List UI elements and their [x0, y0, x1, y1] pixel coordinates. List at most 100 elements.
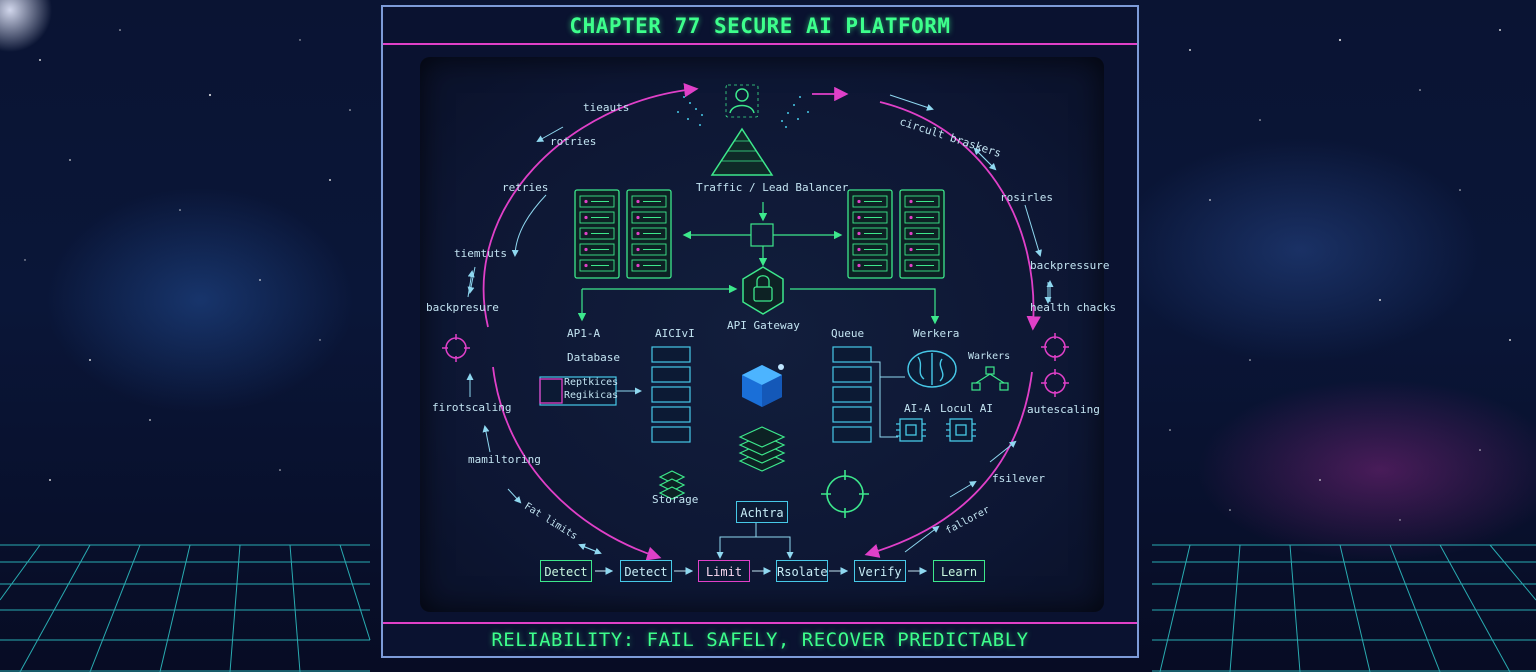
server-slot [852, 243, 888, 256]
server-led [584, 247, 588, 252]
monitor-frame: CHAPTER 77 SECURE AI PLATFORM [381, 5, 1139, 658]
left-retries: retries [502, 181, 549, 194]
local-ai-label: Locul AI [940, 402, 993, 415]
pipeline-verify: Verify [854, 560, 906, 582]
server-rack-slots [579, 195, 940, 272]
api-a-label: AP1-A [567, 327, 601, 340]
server-led [584, 263, 588, 268]
server-led [857, 215, 861, 220]
replicas-box [539, 376, 642, 406]
server-led [909, 199, 913, 204]
storage-icon [658, 470, 686, 500]
server-slot [579, 243, 615, 256]
server-led [857, 263, 861, 268]
database-stack [651, 346, 691, 443]
server-slot [852, 227, 888, 240]
queue-label: Queue [831, 327, 865, 340]
magenta-loop-arcs [482, 82, 1041, 561]
user-icon [725, 84, 759, 118]
gear-icon [442, 333, 1069, 397]
right-failover: fsilever [992, 472, 1045, 485]
server-rack-icon [574, 189, 945, 279]
footer-bar: RELIABILITY: FAIL SAFELY, RECOVER PREDIC… [383, 622, 1137, 658]
network-lines [577, 202, 940, 325]
traffic-label: Traffic / Lead Balancer [696, 181, 849, 194]
server-slot [904, 195, 940, 208]
stack-icon [738, 426, 786, 472]
server-led [636, 247, 640, 252]
server-led [909, 247, 913, 252]
left-autoscaling: firotscaling [432, 401, 512, 414]
signal-dots [677, 96, 809, 128]
replicas-label-1: Reptkices [564, 377, 619, 388]
server-slot [904, 243, 940, 256]
pipeline-learn: Learn [933, 560, 985, 582]
database-label: Database [567, 351, 620, 364]
api-gateway-label: API Gateway [727, 319, 800, 332]
queue-stack [832, 346, 872, 443]
target-icon [821, 470, 869, 518]
server-led [857, 231, 861, 236]
server-led [636, 263, 640, 268]
archive-box: Achtra [736, 501, 788, 523]
chip-icon [896, 418, 976, 442]
cube-icon [742, 364, 784, 407]
pyramid-icon [710, 127, 774, 176]
server-slot [631, 195, 667, 208]
server-led [857, 247, 861, 252]
server-led [909, 215, 913, 220]
pipeline-detect-2: Detect [620, 560, 672, 582]
pipeline-limit: Limit [698, 560, 750, 582]
left-arrows [466, 94, 1054, 555]
server-led [636, 199, 640, 204]
archive-connector [716, 523, 794, 559]
server-slot [579, 195, 615, 208]
footer-caption: RELIABILITY: FAIL SAFELY, RECOVER PREDIC… [491, 629, 1029, 651]
server-slot [852, 259, 888, 272]
server-led [584, 215, 588, 220]
lock-icon [742, 266, 784, 315]
server-slot [852, 195, 888, 208]
left-retries-top: rotries [550, 135, 597, 148]
page-title: CHAPTER 77 SECURE AI PLATFORM [569, 14, 951, 38]
left-monitoring: mamiltoring [468, 453, 541, 466]
right-backpressure: backpressure [1030, 259, 1110, 272]
aichv-label: AICIvI [655, 327, 695, 340]
server-led [636, 231, 640, 236]
pipeline-isolate: Rsolate [776, 560, 828, 582]
diagram-canvas [442, 82, 1069, 575]
replicas-label-2: Regikicas [564, 390, 619, 401]
server-slot [579, 227, 615, 240]
right-retries: rosirles [1000, 191, 1053, 204]
server-slot [579, 259, 615, 272]
diagram-screen: Traffic / Lead Balancer API Gateway AP1-… [420, 57, 1116, 612]
left-timeouts-top: tieauts [583, 101, 630, 114]
title-bar: CHAPTER 77 SECURE AI PLATFORM [383, 7, 1137, 45]
pipeline-detect-1: Detect [540, 560, 592, 582]
server-slot [904, 259, 940, 272]
server-led [909, 231, 913, 236]
server-slot [852, 211, 888, 224]
server-slot [631, 227, 667, 240]
server-slot [631, 211, 667, 224]
workers-label: Warkers [968, 351, 1011, 362]
server-slot [904, 211, 940, 224]
server-slot [904, 227, 940, 240]
server-slot [631, 259, 667, 272]
network-icon [971, 366, 1009, 391]
server-led [636, 215, 640, 220]
server-slot [631, 243, 667, 256]
storage-label: Storage [652, 493, 699, 506]
queue-to-workers-lines [871, 361, 905, 438]
right-autoscaling: autescaling [1027, 403, 1100, 416]
server-led [584, 231, 588, 236]
brain-icon [907, 350, 957, 388]
workers-top-label: Werkera [913, 327, 960, 340]
ai-a-label: AI-A [904, 402, 931, 415]
server-led [857, 199, 861, 204]
left-timeouts: tiemtuts [454, 247, 507, 260]
server-slot [579, 211, 615, 224]
right-health-checks: health chacks [1030, 301, 1117, 314]
